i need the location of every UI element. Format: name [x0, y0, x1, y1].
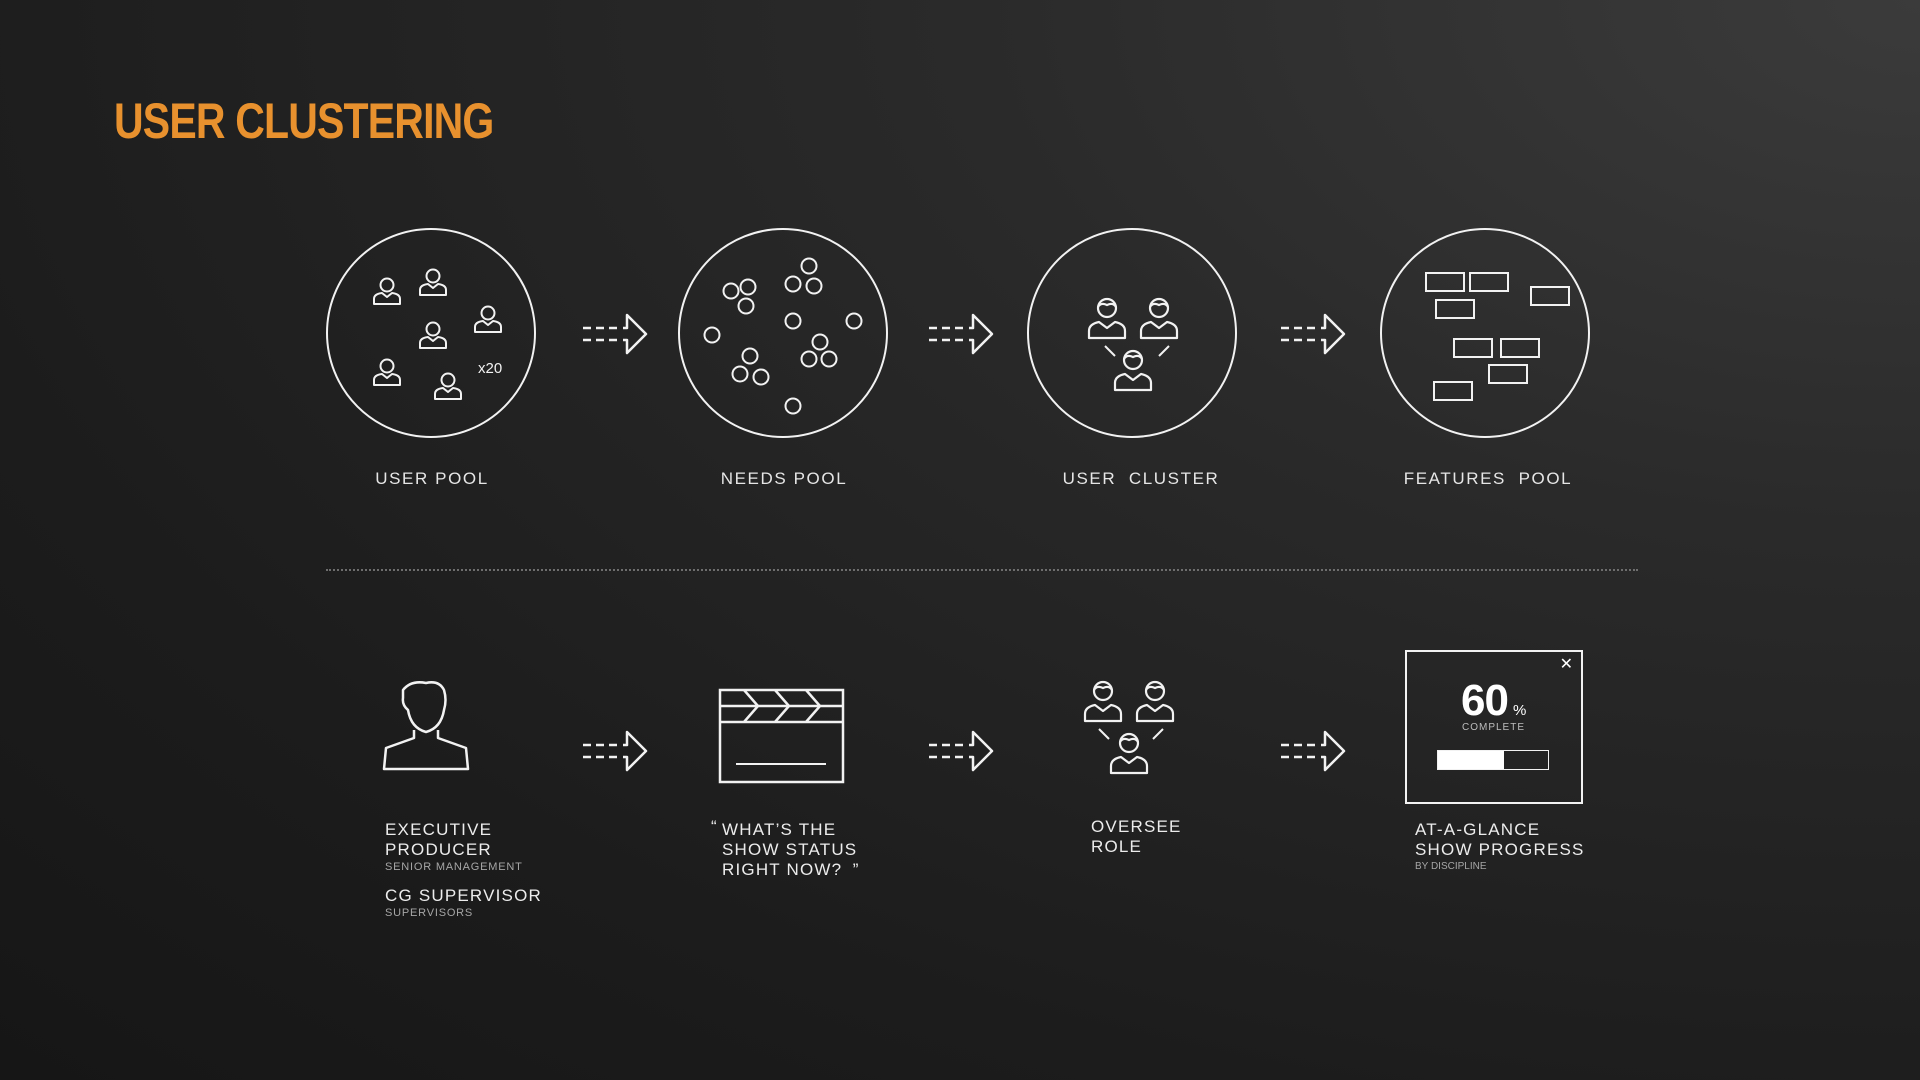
cluster-role-line: OVERSEE [1091, 817, 1182, 836]
progress-unit: % [1513, 702, 1527, 719]
arrow-right-icon [929, 727, 995, 775]
feature-label: AT-A-GLANCE SHOW PROGRESS BY DISCIPLINE [1415, 820, 1585, 874]
user-role-name: EXECUTIVE [385, 820, 493, 839]
progress-bar-fill [1438, 751, 1504, 769]
needs-pool-circle [678, 228, 888, 438]
cluster-role-line: ROLE [1091, 837, 1143, 856]
page-title: USER CLUSTERING [114, 93, 494, 149]
needs-pool-icon [703, 257, 863, 415]
progress-label: COMPLETE [1461, 722, 1525, 733]
progress-value: 60 [1461, 676, 1509, 725]
close-quote: ” [852, 860, 859, 879]
arrow-right-icon [583, 310, 649, 358]
features-pool-label: FEATURES POOL [1403, 469, 1573, 488]
user-list: EXECUTIVE PRODUCER SENIOR MANAGEMENT CG … [385, 820, 542, 920]
arrow-right-icon [1281, 310, 1347, 358]
cluster-role-label: OVERSEE ROLE [1091, 817, 1182, 857]
user-cluster-small-icon [1083, 680, 1175, 775]
need-line: RIGHT NOW? [722, 860, 843, 879]
clapperboard-icon [718, 688, 845, 784]
progress-bar [1437, 750, 1549, 770]
arrow-right-icon [583, 727, 649, 775]
user-pool-circle: x20 [326, 228, 536, 438]
executive-user-icon [382, 681, 470, 771]
open-quote: “ [711, 817, 717, 836]
close-icon[interactable]: ✕ [1559, 656, 1573, 673]
features-pool-circle [1380, 228, 1590, 438]
user-count-multiplier: x20 [478, 360, 503, 377]
arrow-right-icon [929, 310, 995, 358]
user-pool-icon [373, 268, 502, 400]
need-line: SHOW STATUS [722, 840, 858, 859]
needs-pool-label: NEEDS POOL [720, 469, 848, 488]
user-role-name: CG SUPERVISOR [385, 886, 542, 905]
user-pool-label: USER POOL [375, 469, 489, 488]
user-cluster-circle [1027, 228, 1237, 438]
user-role-name-cont: PRODUCER [385, 840, 492, 859]
user-role-group: SENIOR MANAGEMENT [385, 861, 523, 873]
feature-line: SHOW PROGRESS [1415, 840, 1585, 859]
progress-widget: ✕ 60 % COMPLETE [1405, 650, 1583, 804]
feature-line: AT-A-GLANCE [1415, 820, 1541, 839]
feature-sub: BY DISCIPLINE [1415, 861, 1487, 872]
arrow-right-icon [1281, 727, 1347, 775]
section-divider [326, 569, 1638, 571]
user-cluster-icon [1087, 297, 1179, 392]
user-cluster-label: USER CLUSTER [1062, 469, 1220, 488]
features-pool-icon [1425, 272, 1570, 401]
user-role-group: SUPERVISORS [385, 907, 474, 919]
need-line: WHAT’S THE [722, 820, 837, 839]
